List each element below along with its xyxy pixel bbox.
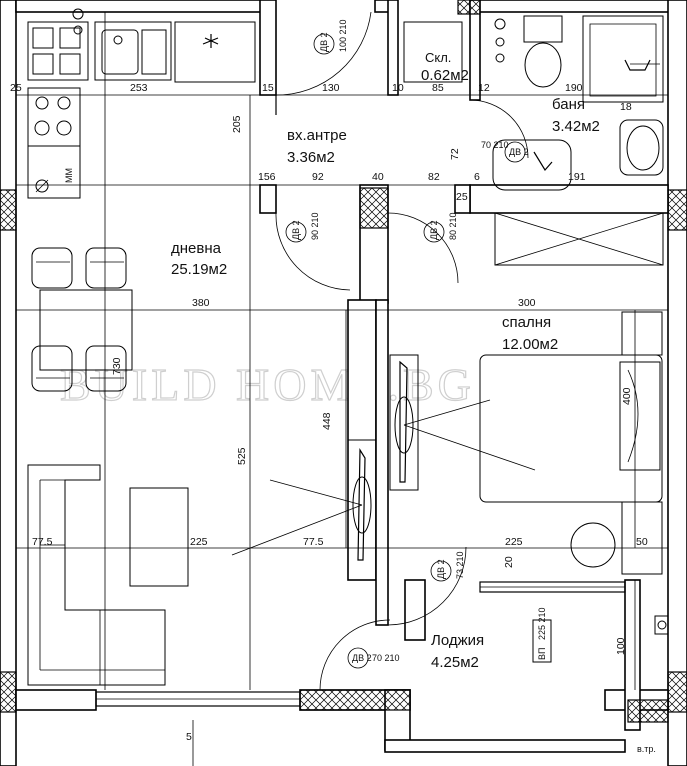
room-name-bath: баня	[552, 96, 585, 113]
room-name-living: дневна	[171, 240, 222, 257]
kitchen-furniture	[27, 8, 256, 199]
mm-label: ММ	[64, 168, 74, 183]
dim-205: 205	[231, 115, 243, 133]
svg-text:100 210: 100 210	[338, 19, 348, 52]
svg-text:ДВ 2: ДВ 2	[509, 147, 529, 157]
room-area-storage: 0.62м2	[421, 67, 469, 84]
bath-fixtures	[403, 15, 664, 266]
svg-text:ДВ 2: ДВ 2	[319, 32, 329, 52]
loggia-details	[532, 615, 669, 663]
dim-253: 253	[130, 82, 148, 94]
room-name-hall: вх.антре	[287, 127, 347, 144]
dim-40: 40	[372, 171, 384, 183]
door-tag-d4: ДВ 2 80 210	[423, 212, 458, 243]
dining-furniture	[31, 247, 133, 392]
dim-20: 20	[503, 556, 515, 568]
dim-85: 85	[432, 82, 444, 94]
room-name-loggia: Лоджия	[431, 632, 484, 649]
dim-730: 730	[111, 357, 123, 375]
dim-72: 72	[449, 148, 461, 160]
wardrobe	[231, 439, 377, 581]
dim-190: 190	[565, 82, 583, 94]
dim-100: 100	[615, 637, 627, 655]
room-area-loggia: 4.25м2	[431, 654, 479, 671]
svg-text:70 210: 70 210	[481, 140, 509, 150]
dim-12: 12	[478, 82, 490, 94]
svg-text:90 210: 90 210	[310, 212, 320, 240]
dim-156: 156	[258, 171, 276, 183]
dim-130: 130	[322, 82, 340, 94]
dim-25b: 25	[456, 191, 468, 203]
hatch-blocks	[0, 0, 687, 723]
dim-77-5b: 77.5	[303, 536, 324, 548]
svg-text:ДВ 2: ДВ 2	[429, 220, 439, 240]
svg-text:ДВ 2: ДВ 2	[436, 559, 446, 579]
dim-380: 380	[192, 297, 210, 309]
dim-225b: 225	[505, 536, 523, 548]
dim-191: 191	[568, 171, 586, 183]
door-tag-d3: ДВ 2 90 210	[285, 212, 320, 243]
dim-50: 50	[636, 536, 648, 548]
door-tag-d2: ДВ 2 70 210	[481, 140, 529, 163]
svg-text:80 210: 80 210	[448, 212, 458, 240]
dim-82: 82	[428, 171, 440, 183]
svg-text:70 210: 70 210	[372, 653, 400, 663]
windows	[95, 581, 626, 707]
svg-text:225 210: 225 210	[537, 607, 547, 640]
door-tag-vp: ВП 225 210	[537, 607, 547, 660]
dim-525: 525	[236, 447, 248, 465]
door-swings	[275, 11, 529, 691]
living-furniture	[27, 464, 189, 686]
dim-15: 15	[262, 82, 274, 94]
dim-5: 5	[186, 731, 192, 743]
dim-25: 25	[10, 82, 22, 94]
room-area-bath: 3.42м2	[552, 118, 600, 135]
room-name-storage: Скл.	[425, 50, 451, 65]
dim-92: 92	[312, 171, 324, 183]
dim-10: 10	[392, 82, 404, 94]
door-tag-d6: ДВ 2 70 210	[347, 647, 400, 669]
dim-18: 18	[620, 101, 632, 113]
bedroom-furniture	[389, 311, 663, 575]
svg-text:ДВ 2: ДВ 2	[352, 653, 372, 663]
svg-text:ДВ 2: ДВ 2	[291, 220, 301, 240]
room-name-bedroom: спалня	[502, 314, 551, 331]
dim-77-5: 77.5	[32, 536, 53, 548]
room-area-living: 25.19м2	[171, 261, 227, 278]
room-area-hall: 3.36м2	[287, 149, 335, 166]
watermark-text: BUILD HOME.BG	[60, 359, 475, 410]
dimension-lines	[16, 12, 668, 766]
dim-448: 448	[321, 412, 333, 430]
dim-400: 400	[621, 387, 633, 405]
vtr-label: в.тр.	[637, 744, 656, 754]
svg-text:ВП: ВП	[537, 648, 547, 660]
svg-text:73 210: 73 210	[455, 551, 465, 579]
door-tag-d5: ДВ 2 73 210	[430, 551, 465, 582]
door-tag-d1: ДВ 2 100 210	[313, 19, 348, 55]
dim-225: 225	[190, 536, 208, 548]
dim-300: 300	[518, 297, 536, 309]
room-area-bedroom: 12.00м2	[502, 336, 558, 353]
dim-6: 6	[474, 171, 480, 183]
